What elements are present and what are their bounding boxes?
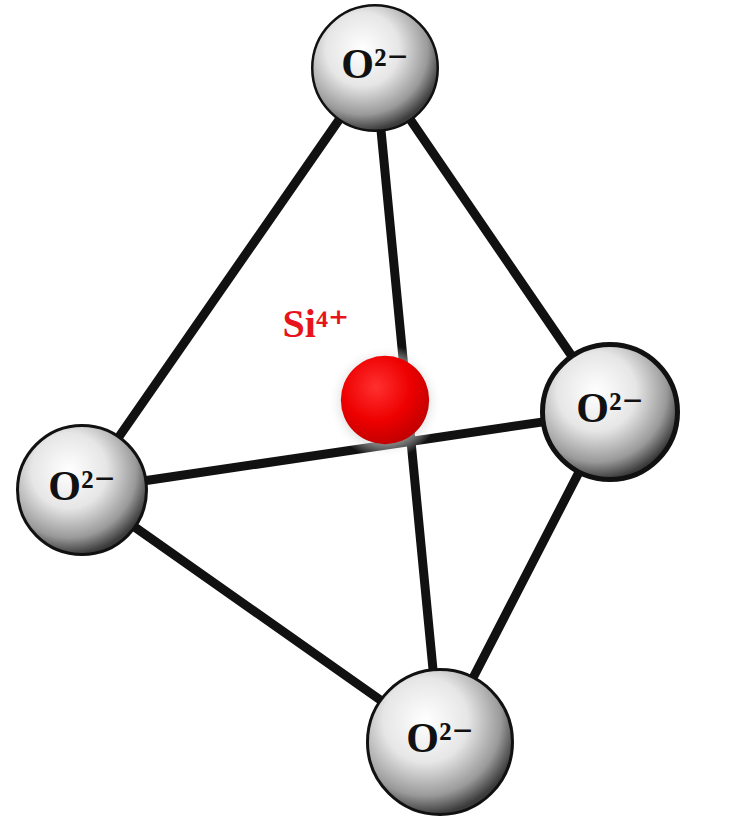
silicon-label: Si⁴⁺: [283, 304, 349, 344]
oxygen-label: O²⁻: [311, 43, 439, 85]
oxygen-ion: O²⁻: [16, 424, 148, 556]
bond-line: [116, 116, 342, 441]
ion-sphere: [339, 354, 431, 446]
oxygen-ion: O²⁻: [366, 668, 514, 816]
bond-line: [471, 469, 581, 682]
oxygen-label: O²⁻: [16, 465, 148, 507]
bond-line: [131, 525, 384, 703]
oxygen-label: O²⁻: [540, 387, 680, 429]
oxygen-ion: O²⁻: [311, 4, 439, 132]
oxygen-label: O²⁻: [366, 717, 514, 759]
oxygen-ion: O²⁻: [540, 342, 680, 482]
bond-line: [408, 116, 574, 359]
silicon-ion: Si⁴⁺: [339, 354, 431, 446]
